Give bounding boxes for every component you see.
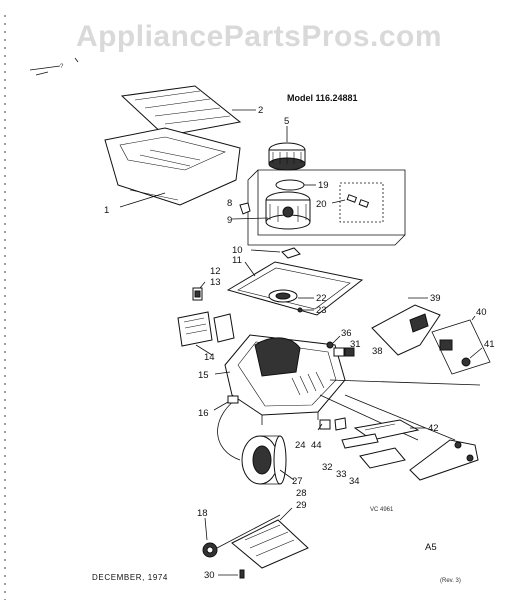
part-latch <box>333 347 345 357</box>
callout-42: 42 <box>428 423 439 434</box>
part-nut <box>344 347 355 357</box>
callout-33: 33 <box>336 469 347 480</box>
part-disc <box>275 179 305 191</box>
callout-12: 12 <box>210 266 221 277</box>
callout-1: 1 <box>104 205 109 216</box>
corner-mark: ? <box>60 64 64 70</box>
part-housing-base <box>224 334 346 425</box>
part-brushes <box>346 194 370 208</box>
callout-9: 9 <box>227 215 232 226</box>
callout-23: 23 <box>316 305 327 316</box>
small-code-1: VC 4961 <box>370 507 394 513</box>
part-housing-top <box>104 127 241 206</box>
callout-30: 30 <box>204 570 215 581</box>
part-cover-lid <box>120 85 242 137</box>
callout-28: 28 <box>296 488 307 499</box>
callout-36: 36 <box>341 328 352 339</box>
part-handle-bracket <box>371 304 441 356</box>
callout-13: 13 <box>210 277 221 288</box>
callout-24: 24 <box>295 440 306 451</box>
callout-19: 19 <box>318 180 329 191</box>
part-wheel <box>241 435 287 485</box>
part-screw <box>326 341 334 349</box>
callout-41: 41 <box>484 339 495 350</box>
callout-22: 22 <box>316 293 327 304</box>
part-bracket <box>281 247 301 259</box>
part-gasket-plate <box>226 261 364 316</box>
part-cord <box>217 399 241 461</box>
callout-14: 14 <box>204 352 215 363</box>
part-motor <box>265 191 311 230</box>
callout-11: 11 <box>232 255 242 266</box>
part-knob <box>202 542 218 558</box>
part-clip <box>239 202 251 215</box>
callout-29: 29 <box>296 500 307 511</box>
part-rod <box>341 433 379 449</box>
callout-5: 5 <box>284 116 289 127</box>
callout-8: 8 <box>227 198 232 209</box>
part-pedal <box>319 419 331 430</box>
small-code-2: (Rev. 3) <box>440 578 461 584</box>
model-label: Model 116.24881 <box>287 93 358 103</box>
callout-20: 20 <box>316 199 327 210</box>
callout-40: 40 <box>476 307 487 318</box>
watermark: AppliancePartsPros.com <box>76 20 442 53</box>
part-handle <box>409 439 479 481</box>
part-switch-plate <box>177 311 235 347</box>
callout-44: 44 <box>311 440 322 451</box>
callout-38: 38 <box>372 346 383 357</box>
callout-16: 16 <box>198 408 209 419</box>
part-plate <box>359 447 406 469</box>
part-bottom-plate <box>231 519 309 569</box>
footer-date: DECEMBER, 1974 <box>92 573 168 582</box>
callout-18: 18 <box>197 508 208 519</box>
motor-assembly-box <box>247 169 406 246</box>
part-fan <box>268 142 306 171</box>
margin-marks: ? <box>4 15 79 600</box>
callout-39: 39 <box>430 293 441 304</box>
part-bolt <box>239 569 245 579</box>
callout-34: 34 <box>349 476 360 487</box>
callout-10: 10 <box>232 245 243 256</box>
callout-2: 2 <box>258 105 263 116</box>
callout-31: 31 <box>350 339 361 350</box>
callout-32: 32 <box>322 462 333 473</box>
callout-27: 27 <box>292 476 303 487</box>
sheet-code: A5 <box>425 542 437 553</box>
part-wheel-assembly <box>431 319 491 375</box>
callout-15: 15 <box>198 370 209 381</box>
